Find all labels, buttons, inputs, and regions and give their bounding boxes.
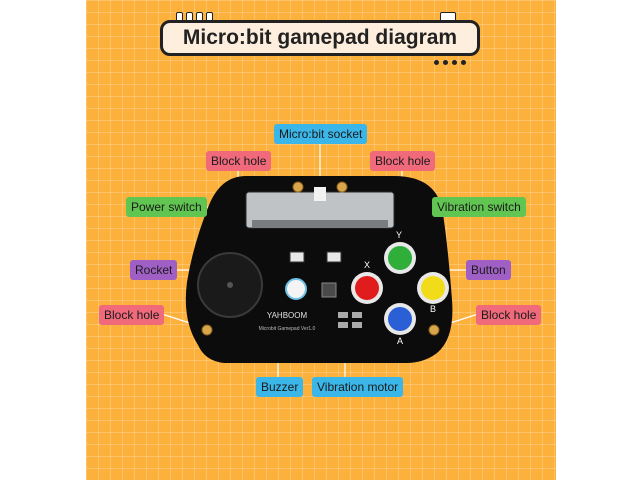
label-power-switch: Power switch [126, 197, 207, 217]
button-y [388, 246, 412, 270]
vibration-motor [321, 282, 337, 298]
button-b [421, 276, 445, 300]
label-rocket: Rocket [130, 260, 178, 280]
joystick-center [227, 282, 233, 288]
label-block-hole-top-left: Block hole [206, 151, 272, 171]
block-hole-right [428, 324, 440, 336]
label-block-hole-top-right: Block hole [370, 151, 436, 171]
block-hole-left [201, 324, 213, 336]
button-letter-b: B [430, 304, 436, 314]
smd-component [352, 312, 362, 318]
button-letter-a: A [397, 336, 403, 346]
button-letter-x: X [364, 260, 370, 270]
smd-component [352, 322, 362, 328]
label-block-hole-right: Block hole [476, 305, 542, 325]
button-x [355, 276, 379, 300]
label-block-hole-left: Block hole [99, 305, 165, 325]
label-button: Button [466, 260, 511, 280]
socket-pins [252, 220, 388, 228]
socket-marker [314, 187, 326, 201]
smd-component [338, 322, 348, 328]
power-switch [289, 251, 305, 263]
button-a [388, 307, 412, 331]
block-hole-top-right [336, 181, 348, 193]
label-buzzer: Buzzer [256, 377, 304, 397]
board-brand: YAHBOOM [267, 311, 308, 320]
label-vibration-motor: Vibration motor [312, 377, 404, 397]
title-decoration-dots [434, 60, 466, 65]
page-title: Micro:bit gamepad diagram [160, 20, 480, 56]
title-decoration-bars [176, 12, 213, 24]
label-microbit-socket: Micro:bit socket [274, 124, 368, 144]
label-vibration-switch: Vibration switch [432, 197, 526, 217]
block-hole-top-left [292, 181, 304, 193]
board-model: Microbit Gamepad Ver1.0 [259, 326, 316, 332]
buzzer [285, 278, 307, 300]
button-letter-y: Y [396, 230, 402, 240]
smd-component [338, 312, 348, 318]
vibration-switch [326, 251, 342, 263]
